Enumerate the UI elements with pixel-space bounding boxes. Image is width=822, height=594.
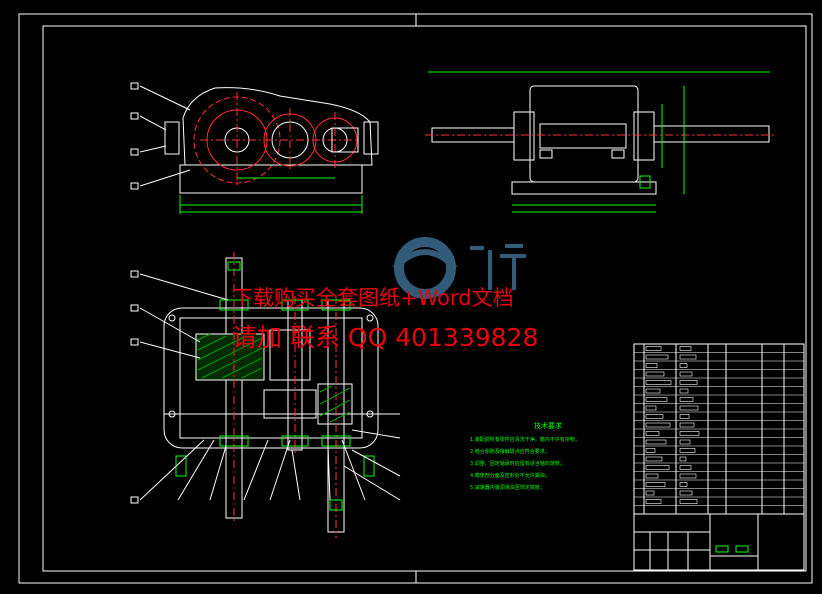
front-view-leaders bbox=[130, 82, 191, 190]
parts-list-cell-mark bbox=[679, 482, 688, 487]
tech-note-line: 2.啮合侧隙及接触斑点应符合要求； bbox=[470, 448, 550, 455]
tech-note-line: 5.减速器内装润滑油至规定高度； bbox=[470, 484, 545, 491]
side-view bbox=[425, 85, 776, 195]
parts-list-cell-mark bbox=[679, 499, 698, 504]
parts-list-cell-mark bbox=[679, 448, 696, 453]
parts-list-cell-mark bbox=[645, 473, 659, 479]
front-view bbox=[164, 87, 379, 194]
parts-list-cell-mark bbox=[645, 422, 671, 428]
watermark-logo bbox=[392, 237, 458, 299]
parts-list-cell-mark bbox=[645, 465, 670, 470]
parts-list-cell-mark bbox=[645, 380, 672, 385]
parts-list-cell-mark bbox=[679, 473, 697, 479]
plan-view-hatching bbox=[197, 333, 351, 423]
tech-note-line: 4.箱体剖分面及密封处不允许漏油； bbox=[470, 472, 550, 479]
plan-view-shafts bbox=[195, 252, 353, 538]
tech-notes-title: 技术要求 bbox=[534, 421, 562, 430]
watermark-logo-glyphs bbox=[470, 244, 526, 290]
parts-list-cell-mark bbox=[645, 414, 664, 419]
parts-list-cell-mark bbox=[645, 499, 662, 504]
plan-view-bearings bbox=[175, 261, 375, 511]
parts-list-cell-mark bbox=[679, 388, 689, 394]
parts-list-cell-mark bbox=[645, 371, 665, 377]
parts-list-cell-mark bbox=[679, 414, 690, 419]
parts-list-cell-mark bbox=[645, 490, 655, 496]
parts-list-cell-mark bbox=[645, 346, 662, 351]
plan-view-housing bbox=[163, 307, 380, 449]
parts-list-cell-mark bbox=[645, 456, 663, 462]
drawing-frame bbox=[18, 13, 813, 584]
parts-list-cell-mark bbox=[679, 405, 699, 411]
plan-view-leaders bbox=[130, 270, 401, 504]
parts-list-cell-mark bbox=[679, 431, 700, 436]
parts-list-cell-mark bbox=[679, 422, 695, 428]
side-view-dimensions bbox=[428, 71, 770, 213]
parts-list-cell-mark bbox=[645, 448, 656, 453]
title-block bbox=[633, 513, 805, 571]
parts-list-cell-mark bbox=[679, 439, 691, 445]
parts-list-cell-mark bbox=[645, 354, 669, 360]
parts-list-cell-mark bbox=[679, 371, 693, 377]
parts-list-cell-mark bbox=[679, 490, 693, 496]
parts-list-rows bbox=[634, 346, 804, 506]
parts-list-cell-mark bbox=[645, 388, 661, 394]
parts-list-cell-mark bbox=[645, 397, 668, 402]
tech-note-line: 3.调整、固定轴承时应留有适当轴向游隙； bbox=[470, 460, 565, 467]
tech-notes-block: 技术要求 1.装配前所有零件应清洗干净，箱内不许有杂物； 2.啮合侧隙及接触斑点… bbox=[470, 421, 580, 491]
parts-list-cell-mark bbox=[679, 380, 698, 385]
parts-list-cell-mark bbox=[645, 482, 666, 487]
parts-list-cell-mark bbox=[679, 456, 687, 462]
parts-list-cell-mark bbox=[645, 439, 667, 445]
tech-note-line: 1.装配前所有零件应清洗干净，箱内不许有杂物； bbox=[470, 436, 580, 443]
parts-list-cell-mark bbox=[679, 397, 694, 402]
parts-list-cell-mark bbox=[679, 363, 688, 368]
parts-list-cell-mark bbox=[645, 405, 657, 411]
parts-list-cell-mark bbox=[679, 465, 692, 470]
parts-list-cell-mark bbox=[645, 363, 658, 368]
parts-list-cell-mark bbox=[645, 431, 660, 436]
parts-list-cell-mark bbox=[679, 346, 692, 351]
front-view-dimensions bbox=[179, 177, 363, 214]
parts-list-cell-mark bbox=[679, 354, 697, 360]
